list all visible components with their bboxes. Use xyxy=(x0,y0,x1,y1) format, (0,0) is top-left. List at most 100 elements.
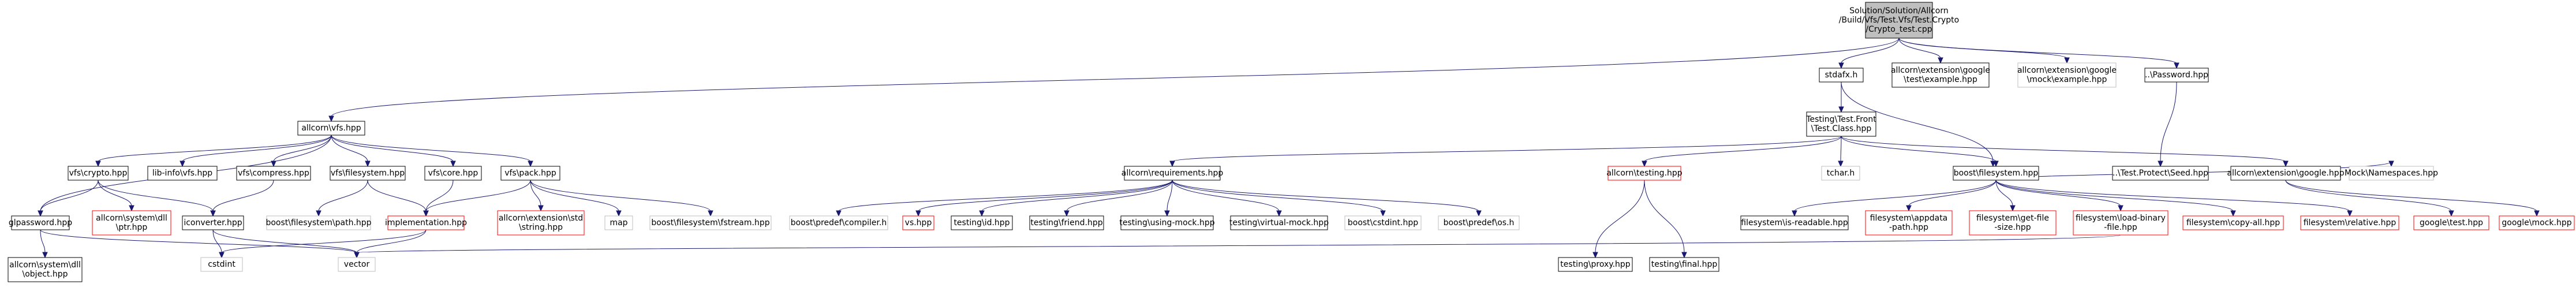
node-t-virtual-mock[interactable]: testing\virtual-mock.hpp xyxy=(1229,215,1329,230)
node-label: tchar.h xyxy=(1827,169,1855,178)
node-label: Solution/Solution/Allcorn xyxy=(1849,6,1949,16)
node-gtest-ex[interactable]: allcorn\extension\google\test\example.hp… xyxy=(1891,62,1990,88)
edge-glpass-to-sys_dll_object xyxy=(40,229,48,259)
node-fs-copy-all[interactable]: filesystem\copy-all.hpp xyxy=(2182,215,2284,230)
edge-line xyxy=(2160,81,2177,162)
node-lib-info[interactable]: lib-info\vfs.hpp xyxy=(147,166,218,181)
node-label: filesystem\get-file xyxy=(1976,214,2049,223)
node-requirements[interactable]: allcorn\requirements.hpp xyxy=(1121,166,1224,181)
node-vfs-fs[interactable]: vfs\filesystem.hpp xyxy=(330,166,406,181)
node-vfs-pack[interactable]: vfs\pack.hpp xyxy=(500,166,560,181)
node-boost-fs[interactable]: boost\filesystem.hpp xyxy=(1953,166,2039,181)
edge-arrowhead xyxy=(219,252,225,259)
node-iconverter[interactable]: iconverter.hpp xyxy=(182,215,244,230)
node-vfs-compress[interactable]: vfs\compress.hpp xyxy=(236,166,311,181)
edge-arrowhead xyxy=(95,161,101,167)
node-vfs-crypto[interactable]: vfs\crypto.hpp xyxy=(68,166,129,181)
edge-requirements-to-boost_cstdint xyxy=(1172,180,1386,217)
edge-arrowhead xyxy=(1592,252,1598,259)
edge-line xyxy=(40,229,357,253)
node-box xyxy=(1120,215,1214,230)
node-box xyxy=(604,215,633,230)
edge-arrowhead xyxy=(180,161,185,167)
node-testing-front[interactable]: Testing\Test.Front\Test.Class.hpp xyxy=(1805,111,1876,137)
node-fs-is-readable[interactable]: filesystem\is-readable.hpp xyxy=(1740,215,1849,230)
node-google-mock[interactable]: google\mock.hpp xyxy=(2499,215,2575,230)
node-sys-dll-ptr[interactable]: allcorn\system\dll\ptr.hpp xyxy=(92,210,171,236)
edge-vfs_fs-to-implementation xyxy=(367,180,429,217)
node-box xyxy=(236,166,311,181)
edge-arrowhead xyxy=(708,210,713,217)
edge-line xyxy=(1898,38,2067,59)
edge-line xyxy=(1644,136,1842,162)
node-label: testing\final.hpp xyxy=(1651,260,1718,269)
node-google-test[interactable]: google\test.hpp xyxy=(2413,215,2489,230)
node-fs-appdata[interactable]: filesystem\appdata-path.hpp xyxy=(1865,210,1953,236)
edge-requirements-to-t_friend xyxy=(1064,180,1173,217)
node-t-proxy[interactable]: testing\proxy.hpp xyxy=(1558,257,1633,272)
node-gmock-ex: allcorn\extension\google\mock\example.hp… xyxy=(2017,62,2117,88)
edge-vfs_pack-to-ext_std_string xyxy=(530,180,544,212)
node-password[interactable]: ..\Password.hpp xyxy=(2144,68,2209,83)
node-ext-google[interactable]: allcorn\extension\google.hpp xyxy=(2227,166,2345,181)
edge-line xyxy=(1167,180,1173,212)
node-ext-std-string[interactable]: allcorn\extension\std\string.hpp xyxy=(497,210,585,236)
node-fs-get-file-size[interactable]: filesystem\get-file-size.hpp xyxy=(1969,210,2057,236)
node-sys-dll-object[interactable]: allcorn\system\dll\object.hpp xyxy=(8,257,83,282)
node-box xyxy=(330,166,406,181)
node-t-final[interactable]: testing\final.hpp xyxy=(1649,257,1719,272)
edge-root-to-vfs_hpp xyxy=(328,38,1900,122)
node-stdafx[interactable]: stdafx.h xyxy=(1819,68,1864,83)
node-implementation[interactable]: implementation.hpp xyxy=(385,215,467,230)
node-box xyxy=(1344,215,1422,230)
edge-line xyxy=(1908,180,1997,207)
node-label: vfs\filesystem.hpp xyxy=(331,169,405,178)
node-vs-hpp[interactable]: vs.hpp xyxy=(902,215,934,230)
node-label: google\mock.hpp xyxy=(2502,218,2571,227)
edge-arrowhead xyxy=(1938,57,1943,64)
node-vfs-hpp[interactable]: allcorn\vfs.hpp xyxy=(297,121,365,136)
node-box xyxy=(789,215,888,230)
node-label: vector xyxy=(344,260,370,269)
edge-line xyxy=(221,229,427,253)
node-label: allcorn\testing.hpp xyxy=(1606,169,1682,178)
edge-vfs_pack-to-bfs_fstream xyxy=(530,180,713,217)
node-box xyxy=(2017,62,2117,88)
edge-requirements-to-t_using_mock xyxy=(1164,180,1173,217)
edge-arrowhead xyxy=(1906,205,1912,212)
edge-line xyxy=(1794,180,1997,212)
node-fs-relative[interactable]: filesystem\relative.hpp xyxy=(2300,215,2399,230)
node-label: -file.hpp xyxy=(2104,223,2137,232)
node-label: boost\filesystem\path.hpp xyxy=(266,218,371,227)
node-label: vfs\pack.hpp xyxy=(504,169,556,178)
node-label: google\test.hpp xyxy=(2420,218,2483,227)
node-fs-load-binary[interactable]: filesystem\load-binary-file.hpp xyxy=(2073,210,2169,236)
node-box xyxy=(147,166,218,181)
edge-line xyxy=(530,180,619,212)
node-t-using-mock[interactable]: testing\using-mock.hpp xyxy=(1119,215,1215,230)
edge-arrowhead xyxy=(1681,252,1687,259)
node-protect-seed[interactable]: ..\Test.Protect\Seed.hpp xyxy=(2112,166,2209,181)
node-label: /Crypto_test.cpp xyxy=(1865,25,1932,34)
edge-vfs_crypto-to-glpass xyxy=(38,180,99,217)
node-glpass[interactable]: glpassword.hpp xyxy=(9,215,72,230)
edge-requirements-to-t_id xyxy=(979,180,1173,217)
edge-boost_fs-to-fs_relative xyxy=(1995,180,2353,217)
node-label: boost\filesystem.hpp xyxy=(1954,169,2039,178)
edge-fs_load_binary-to-vector xyxy=(354,234,2121,259)
node-label: lib-info\vfs.hpp xyxy=(152,169,212,178)
edge-line xyxy=(331,135,454,162)
node-t-id[interactable]: testing\id.hpp xyxy=(951,215,1013,230)
node-t-friend[interactable]: testing\friend.hpp xyxy=(1029,215,1104,230)
edge-arrowhead xyxy=(2064,57,2070,64)
node-root[interactable]: Solution/Solution/Allcorn/Build/Vfs/Test… xyxy=(1839,2,1959,39)
node-box xyxy=(92,210,171,236)
edge-line xyxy=(1995,180,2350,212)
edge-line xyxy=(331,38,1900,117)
node-label: filesystem\appdata xyxy=(1870,214,1948,223)
node-label: allcorn\vfs.hpp xyxy=(301,124,361,133)
edge-testing_front-to-requirements xyxy=(1169,136,1842,167)
node-allcorn-testing[interactable]: allcorn\testing.hpp xyxy=(1606,166,1683,181)
node-vfs-core[interactable]: vfs\core.hpp xyxy=(424,166,482,181)
node-box xyxy=(1558,257,1633,272)
